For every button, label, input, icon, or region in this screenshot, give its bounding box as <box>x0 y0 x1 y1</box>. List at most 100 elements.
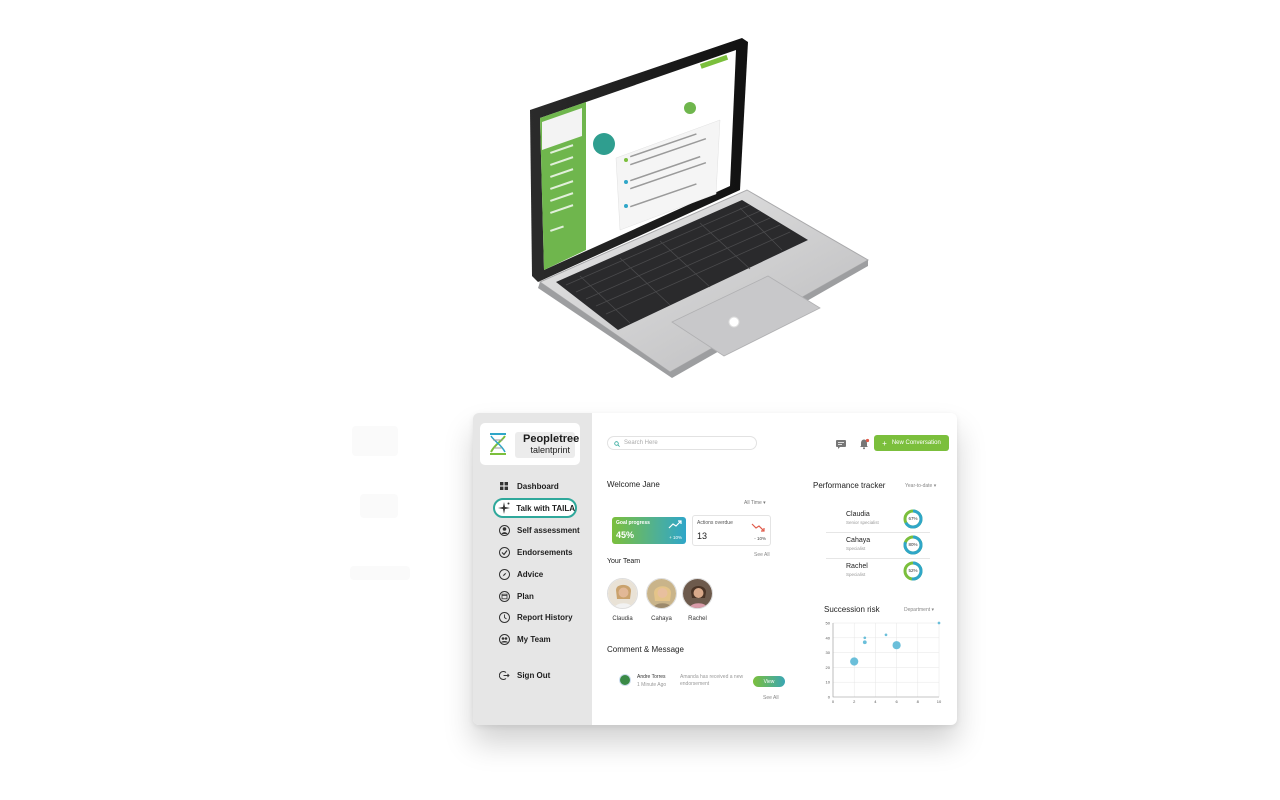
new-conversation-label: New Conversation <box>891 440 941 446</box>
succession-filter-dropdown[interactable]: Department ▾ <box>904 607 934 613</box>
new-conversation-button[interactable]: + New Conversation <box>874 435 949 451</box>
goal-progress-card: Goal progress 45% + 10% <box>612 517 686 544</box>
performance-row-cahaya[interactable]: Cahaya Specialist 80% <box>826 535 930 559</box>
sidebar-item-my-team[interactable]: My Team <box>497 630 589 648</box>
x-tick-label: 8 <box>917 699 920 704</box>
sidebar-item-label: Report History <box>517 612 573 622</box>
performance-name: Rachel <box>846 563 868 570</box>
team-member-name: Claudia <box>612 616 633 622</box>
scatter-point[interactable] <box>863 636 867 640</box>
succession-filter-label: Department <box>904 607 931 613</box>
scatter-point[interactable] <box>884 633 888 637</box>
laptop-illustration <box>530 38 870 378</box>
avatar <box>646 578 677 609</box>
bell-icon[interactable] <box>858 438 870 450</box>
check-circle-icon <box>497 545 511 559</box>
search-placeholder: Search Here <box>624 440 658 446</box>
performance-tracker-heading: Performance tracker <box>813 481 886 490</box>
plus-icon: + <box>882 438 887 448</box>
search-input[interactable]: Search Here <box>607 436 757 450</box>
x-tick-label: 10 <box>937 699 942 704</box>
ghost-decoration <box>352 426 398 456</box>
team-member-rachel[interactable]: Rachel <box>682 578 716 628</box>
ghost-decoration <box>360 494 398 518</box>
person-icon <box>497 523 511 537</box>
ghost-decoration <box>350 566 410 580</box>
dna-logo-icon <box>490 433 506 455</box>
compass-icon <box>497 567 511 581</box>
team-member-claudia[interactable]: Claudia <box>607 578 641 628</box>
clock-icon <box>497 610 511 624</box>
avatar <box>607 578 638 609</box>
grid-icon <box>497 479 511 493</box>
brand-name: Peopletree <box>523 433 580 445</box>
performance-filter-label: Year-to-date <box>905 483 933 489</box>
chat-icon[interactable] <box>835 438 847 450</box>
performance-name: Cahaya <box>846 537 871 544</box>
scatter-point[interactable] <box>892 641 901 650</box>
avatar <box>619 674 631 686</box>
sign-out-icon <box>497 668 511 682</box>
avatar <box>682 578 713 609</box>
comment-message: Amanda has received a new endorsement <box>680 674 744 687</box>
dashboard-window: Peopletree talentprint Dashboard Talk wi… <box>473 413 957 725</box>
sidebar-item-talk-with-taila[interactable]: Talk with TAILA <box>493 498 577 518</box>
scatter-point[interactable] <box>850 657 859 666</box>
performance-value: 80% <box>908 542 918 547</box>
performance-row-rachel[interactable]: Rachel Specialist 52% <box>826 561 930 585</box>
performance-filter-dropdown[interactable]: Year-to-date ▾ <box>905 483 936 489</box>
sidebar-item-dashboard[interactable]: Dashboard <box>497 477 589 495</box>
progress-ring <box>903 535 923 555</box>
view-button[interactable]: View <box>753 676 785 687</box>
divider <box>826 532 930 533</box>
sidebar-item-label: Talk with TAILA <box>516 503 575 513</box>
welcome-heading: Welcome Jane <box>607 480 660 489</box>
progress-ring <box>903 509 923 529</box>
search-icon <box>614 434 620 452</box>
time-filter-dropdown[interactable]: All Time ▾ <box>744 500 766 506</box>
trend-up-icon <box>668 520 682 529</box>
team-see-all-link[interactable]: See All <box>754 552 770 558</box>
performance-role: Senior specialist <box>846 520 879 525</box>
sign-out-label: Sign Out <box>517 670 551 680</box>
sidebar-item-advice[interactable]: Advice <box>497 565 589 583</box>
succession-risk-heading: Succession risk <box>824 605 880 614</box>
chevron-down-icon: ▾ <box>763 500 766 506</box>
sidebar-item-label: Plan <box>517 591 534 601</box>
brand-logo[interactable]: Peopletree talentprint <box>480 423 580 465</box>
chevron-down-icon: ▾ <box>931 607 935 613</box>
divider <box>826 558 930 559</box>
comment-item: Andre Torres 1 Minute Ago Amanda has rec… <box>619 671 789 691</box>
team-member-name: Rachel <box>688 616 707 622</box>
comment-author: Andre Torres <box>637 674 666 680</box>
x-tick-label: 6 <box>895 699 898 704</box>
scatter-point[interactable] <box>937 621 941 625</box>
actions-overdue-delta: - 10% <box>754 536 766 541</box>
sidebar-item-plan[interactable]: Plan <box>497 587 589 605</box>
sidebar-item-self-assessment[interactable]: Self assessment <box>497 521 589 539</box>
team-member-cahaya[interactable]: Cahaya <box>646 578 680 628</box>
performance-value: 67% <box>908 516 918 521</box>
y-tick-label: 40 <box>826 635 831 640</box>
goal-progress-delta: + 10% <box>669 535 682 540</box>
performance-row-claudia[interactable]: Claudia Senior specialist 67% <box>826 509 930 533</box>
sign-out-button[interactable]: Sign Out <box>497 666 589 684</box>
sidebar: Peopletree talentprint Dashboard Talk wi… <box>473 413 592 725</box>
sidebar-item-report-history[interactable]: Report History <box>497 608 589 626</box>
y-tick-label: 10 <box>826 680 831 685</box>
chart-axis <box>832 623 939 698</box>
calendar-icon <box>497 589 511 603</box>
actions-overdue-card: Actions overdue 13 - 10% <box>692 515 771 546</box>
sidebar-item-endorsements[interactable]: Endorsements <box>497 543 589 561</box>
progress-ring <box>903 561 923 581</box>
time-filter-label: All Time <box>744 500 762 506</box>
team-member-name: Cahaya <box>651 616 672 622</box>
scatter-point[interactable] <box>862 640 867 645</box>
your-team-heading: Your Team <box>607 558 641 565</box>
comment-time: 1 Minute Ago <box>637 682 667 688</box>
comments-see-all-link[interactable]: See All <box>763 695 779 701</box>
sidebar-item-label: Advice <box>517 569 544 579</box>
comments-heading: Comment & Message <box>607 645 684 654</box>
